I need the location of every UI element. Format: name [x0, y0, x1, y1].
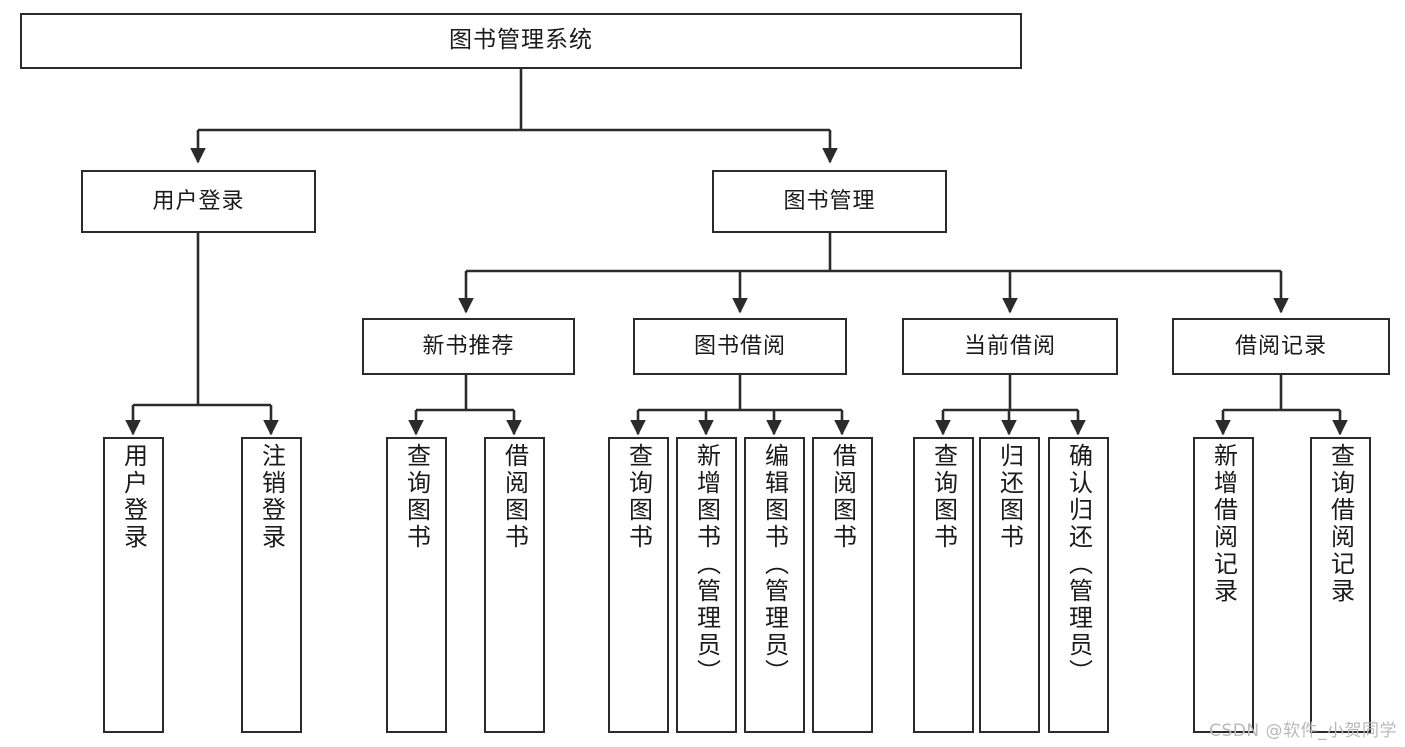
leaf-current-query-book[interactable]: 查询图书 — [913, 437, 974, 733]
leaf-user-login-logout[interactable]: 注销登录 — [241, 437, 302, 733]
leaf-borrow-query-book[interactable]: 查询图书 — [608, 437, 669, 733]
node-label: 编辑图书（管理员） — [760, 443, 789, 686]
node-borrow-record[interactable]: 借阅记录 — [1172, 318, 1390, 375]
watermark-text: CSDN @软件_小贺同学 — [1209, 721, 1397, 741]
node-book-borrow[interactable]: 图书借阅 — [633, 318, 847, 375]
node-label: 借阅图书 — [828, 443, 857, 551]
node-label: 图书管理系统 — [449, 27, 593, 54]
node-current-borrow[interactable]: 当前借阅 — [902, 318, 1118, 375]
node-label: 归还图书 — [995, 443, 1024, 551]
leaf-new-book-query[interactable]: 查询图书 — [386, 437, 447, 733]
node-book-management[interactable]: 图书管理 — [712, 170, 947, 233]
node-label: 用户登录 — [119, 443, 148, 551]
node-label: 图书借阅 — [693, 333, 786, 359]
node-user-login[interactable]: 用户登录 — [81, 170, 316, 233]
leaf-user-login-login[interactable]: 用户登录 — [103, 437, 164, 733]
node-label: 注销登录 — [257, 443, 286, 551]
node-label: 查询图书 — [929, 443, 958, 551]
leaf-record-query-record[interactable]: 查询借阅记录 — [1310, 437, 1371, 733]
leaf-new-book-borrow[interactable]: 借阅图书 — [484, 437, 545, 733]
node-label: 查询借阅记录 — [1326, 443, 1355, 605]
node-root-system[interactable]: 图书管理系统 — [20, 13, 1022, 69]
node-label: 借阅记录 — [1234, 333, 1327, 359]
node-label: 查询图书 — [624, 443, 653, 551]
node-new-book-recommend[interactable]: 新书推荐 — [362, 318, 575, 375]
leaf-borrow-add-book-admin[interactable]: 新增图书（管理员） — [676, 437, 737, 733]
node-label: 用户登录 — [152, 188, 245, 214]
node-label: 新增图书（管理员） — [692, 443, 721, 686]
leaf-borrow-edit-book-admin[interactable]: 编辑图书（管理员） — [744, 437, 805, 733]
node-label: 当前借阅 — [963, 333, 1056, 359]
node-label: 确认归还（管理员） — [1064, 443, 1093, 686]
node-label: 新书推荐 — [422, 333, 515, 359]
leaf-current-confirm-return-admin[interactable]: 确认归还（管理员） — [1048, 437, 1109, 733]
node-label: 图书管理 — [783, 188, 876, 214]
leaf-current-return-book[interactable]: 归还图书 — [979, 437, 1040, 733]
node-label: 借阅图书 — [500, 443, 529, 551]
node-label: 新增借阅记录 — [1209, 443, 1238, 605]
node-label: 查询图书 — [402, 443, 431, 551]
leaf-borrow-borrow-book[interactable]: 借阅图书 — [812, 437, 873, 733]
leaf-record-add-record[interactable]: 新增借阅记录 — [1193, 437, 1254, 733]
